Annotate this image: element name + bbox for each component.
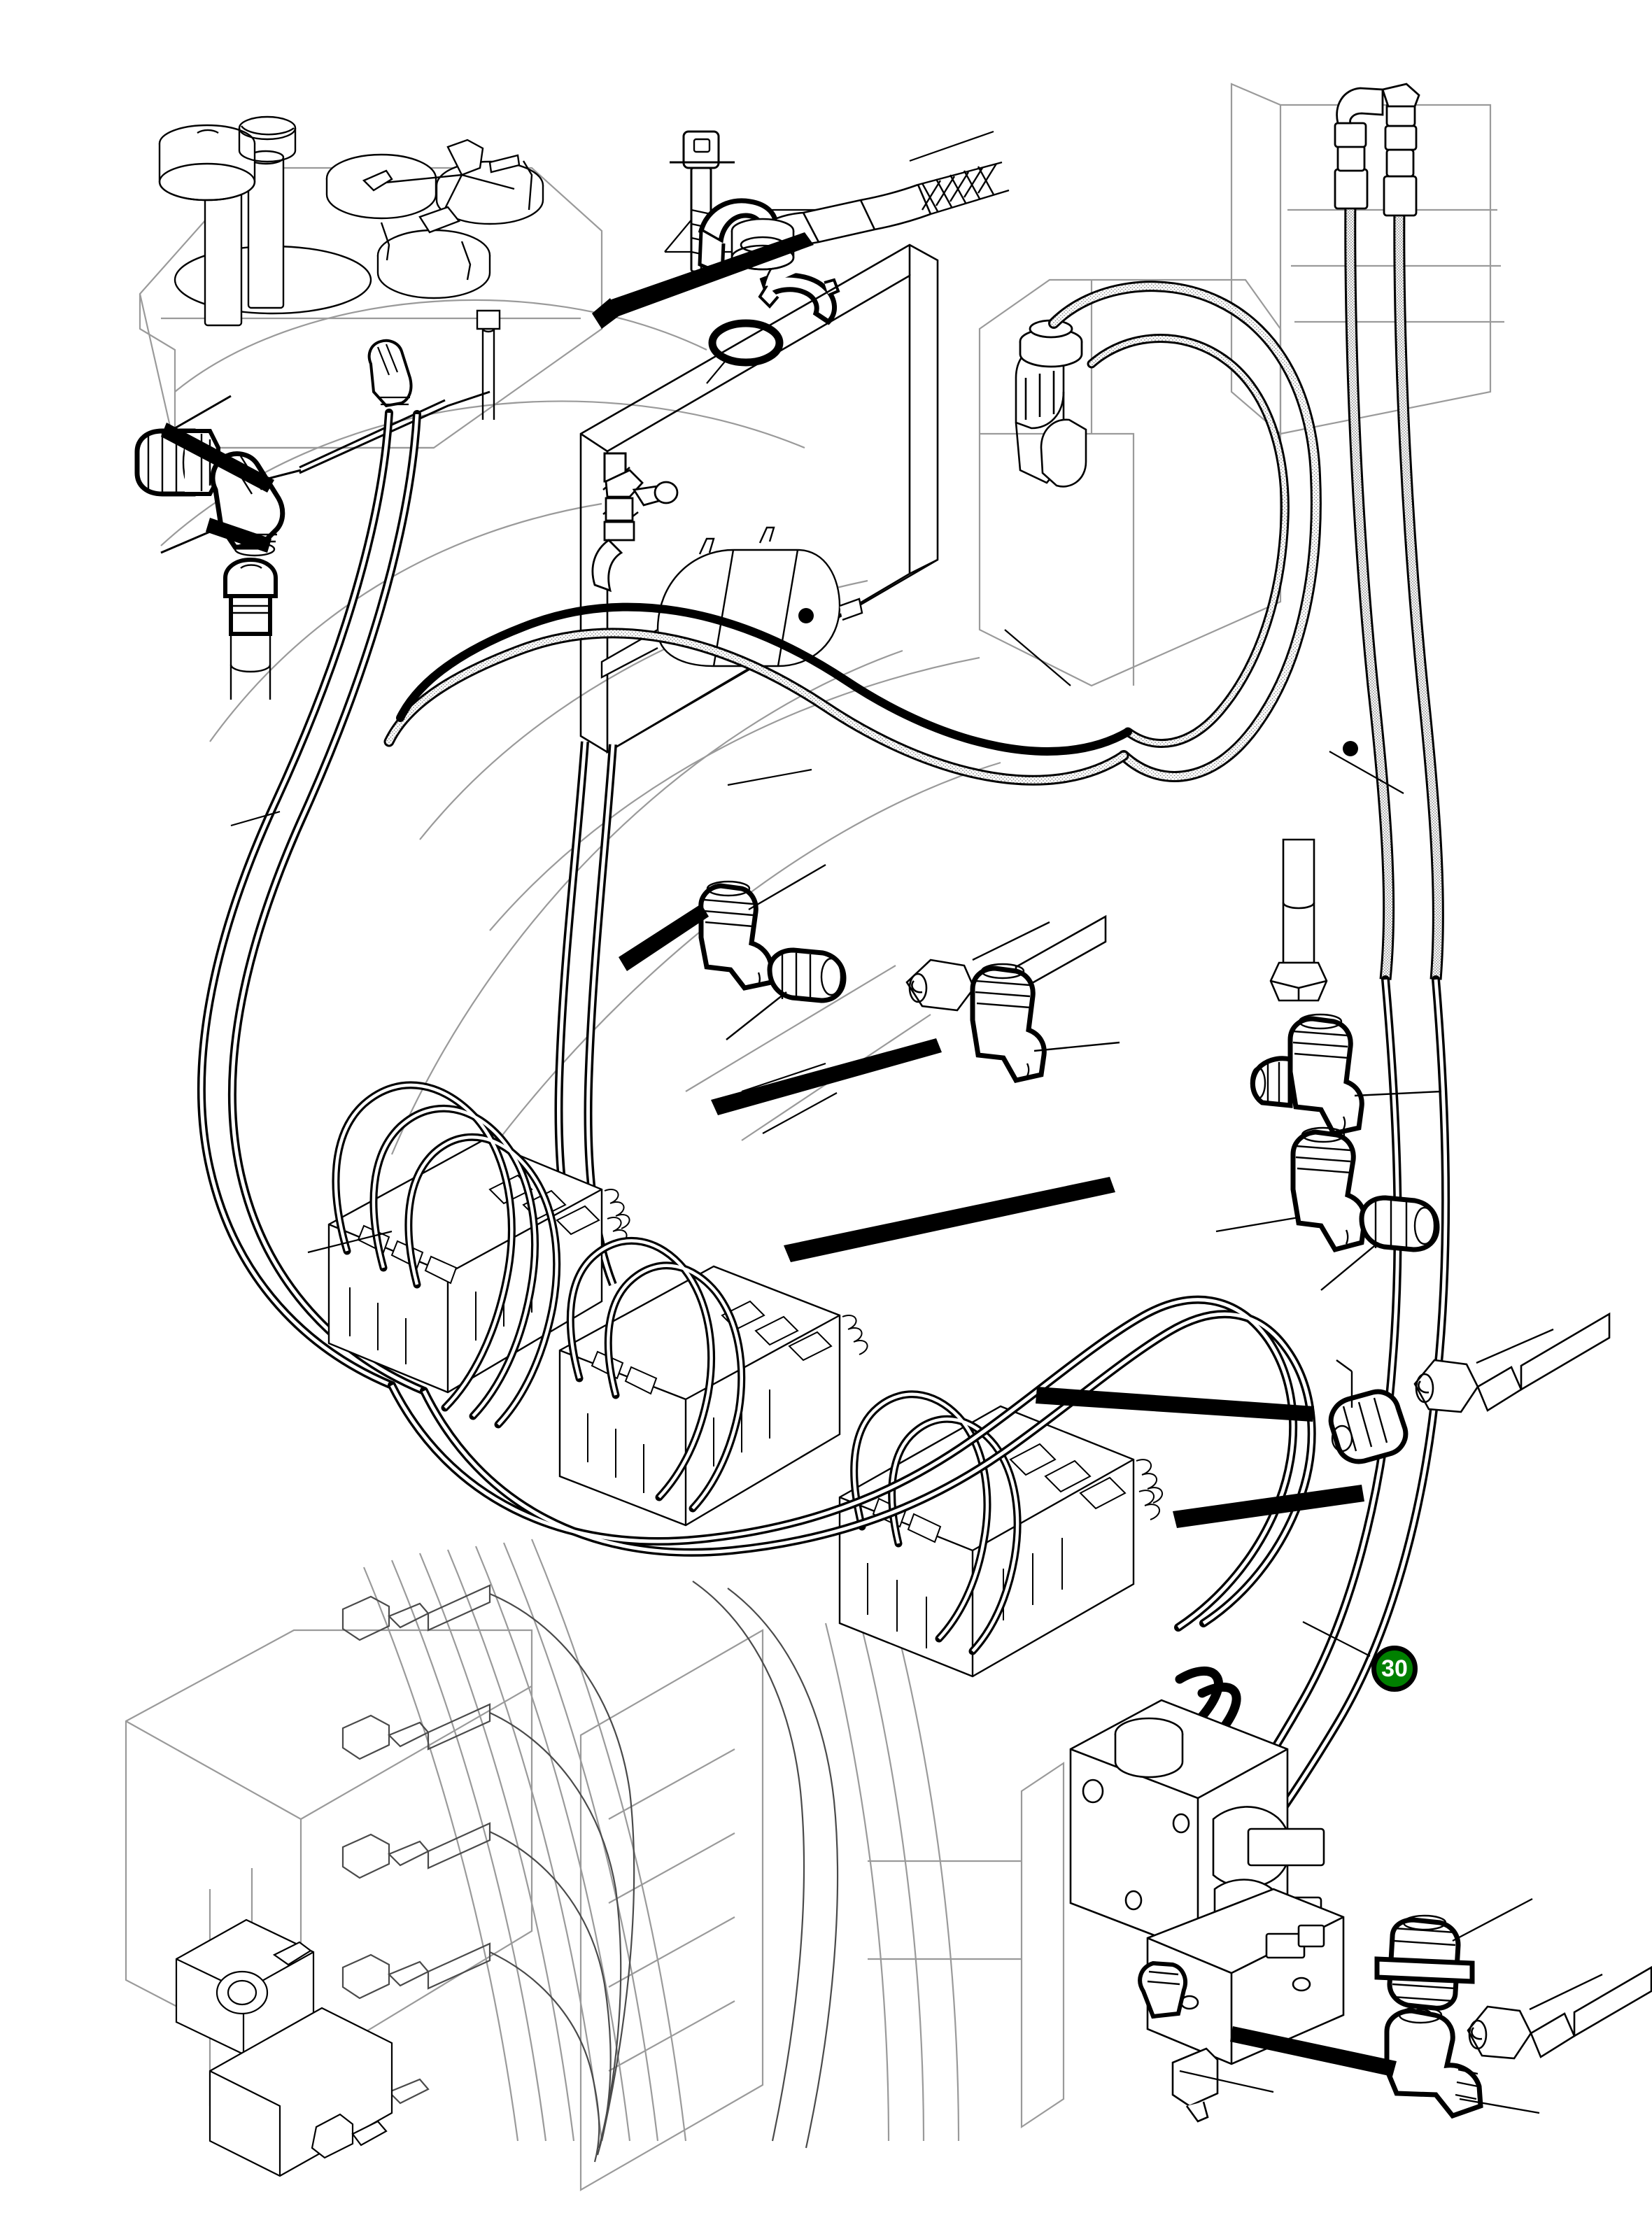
lower-left-hose-bank: [341, 1581, 839, 2163]
leader-lines: [230, 629, 1404, 2093]
o-ring: [708, 319, 784, 367]
fitting-plug-a: [726, 947, 847, 1040]
tube-with-nut-a: [1269, 838, 1328, 1002]
callout-badge-label: 30: [1381, 1655, 1408, 1682]
leader-arrows: [161, 232, 1397, 2077]
fitting-elbow-bottom: [1384, 2006, 1540, 2119]
callout-badge-30[interactable]: 30: [1371, 1646, 1418, 1692]
tube-nut-b: [1413, 1312, 1611, 1413]
hydraulic-pump-block: [1069, 1699, 1345, 2123]
fitting-tee-b: [1250, 1013, 1442, 1136]
hose-long-left: [197, 409, 428, 1395]
hose-cooler-to-left: [383, 602, 1132, 786]
fitting-plug-c: [1328, 1359, 1409, 1464]
deck-tube-left: [476, 309, 501, 420]
hose-right-loop-inner: [1087, 334, 1290, 749]
three-lobe-spider-plate: [325, 139, 544, 299]
flange-clamp-detail: [664, 130, 1010, 384]
tube-nut-c: [1467, 1965, 1652, 2060]
deck-elbow-left: [367, 339, 413, 408]
fitting-nipple-bottom: [1374, 1897, 1533, 2011]
hose-pair-upper-right: [1344, 195, 1444, 980]
fitting-elbow-a: [698, 863, 826, 991]
junction-dots: [798, 608, 1358, 756]
hose-crimp-fittings-upper-right: [1334, 83, 1420, 217]
fitting-tee-a: [970, 963, 1120, 1083]
hose-right-loop-outer: [1048, 281, 1322, 782]
bolt-pair-stand: [158, 115, 372, 327]
hose-pump-top: [1175, 1666, 1241, 1739]
lower-left-port-block: [175, 1918, 393, 2177]
pump-port-elbow: [1138, 1960, 1187, 2019]
fitting-plug-b: [1320, 1195, 1440, 1291]
cooler-port-fittings: [591, 469, 679, 593]
swivel-joint-housing: [1015, 319, 1087, 488]
